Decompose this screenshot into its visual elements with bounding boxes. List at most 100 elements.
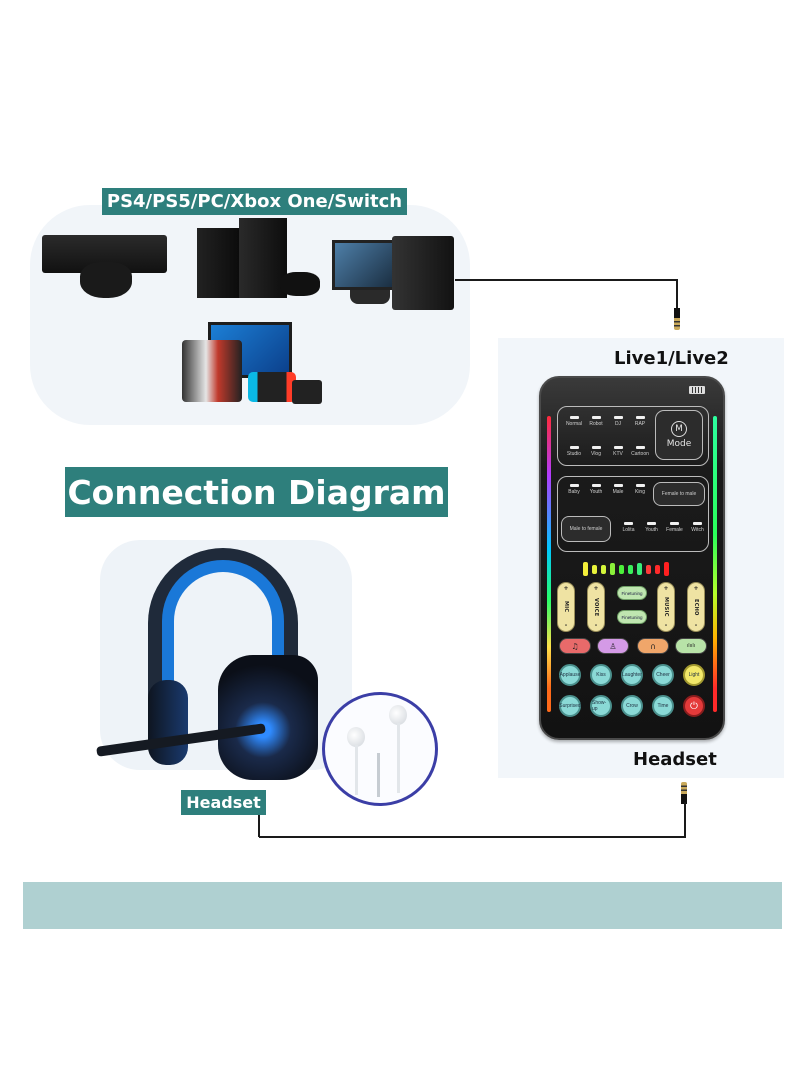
- mode-effect-normal[interactable]: Normal: [563, 416, 585, 427]
- earbud-wire: [397, 723, 400, 793]
- headset-label: Headset: [181, 790, 266, 815]
- echo-volume-slider[interactable]: + ECHO -: [687, 582, 705, 632]
- led-indicator: [591, 416, 601, 419]
- battery-icon: [689, 386, 705, 394]
- sound-pad-kiss[interactable]: Kiss: [590, 664, 612, 686]
- led-indicator: [569, 484, 579, 487]
- mic-volume-slider[interactable]: + MIC -: [557, 582, 575, 632]
- voice-effect-baby[interactable]: Baby: [563, 484, 585, 495]
- led-indicator: [635, 416, 645, 419]
- mode-effect-robot[interactable]: Robot: [585, 416, 607, 427]
- headset-right-earcup: [218, 655, 318, 780]
- sound-pad-cheer[interactable]: Cheer: [652, 664, 674, 686]
- voice-effects-row-2: Lolita Youth Female Witch: [617, 522, 709, 533]
- noise-reduction-button[interactable]: ılıılı: [675, 638, 707, 654]
- sound-wave-icon: ılıılı: [686, 643, 696, 649]
- finetuning-up-button[interactable]: Finetuning: [617, 586, 647, 600]
- headset-left-earcup: [148, 680, 188, 765]
- mode-section: [557, 406, 709, 466]
- sound-pad-surprised[interactable]: Surprised: [559, 695, 581, 717]
- mode-effect-vlog[interactable]: Vlog: [585, 446, 607, 457]
- meter-bar: [592, 564, 597, 574]
- ps-controller-image: [280, 272, 320, 296]
- music-volume-slider[interactable]: + MUSIC -: [657, 582, 675, 632]
- led-indicator: [591, 484, 601, 487]
- level-meter: [583, 562, 669, 576]
- led-indicator: [693, 522, 702, 525]
- led-indicator: [569, 416, 579, 419]
- input-port-label: Live1/Live2: [614, 348, 729, 369]
- voice-effects-section: [557, 476, 709, 552]
- earbud-wire: [355, 745, 358, 795]
- male-to-female-button[interactable]: Male to female: [561, 516, 611, 542]
- bottom-decorative-bar: [23, 882, 782, 929]
- audio-jack-output: [681, 782, 687, 804]
- handheld-console-image: [292, 380, 322, 404]
- led-indicator: [635, 484, 645, 487]
- earbuds-inset: [322, 692, 438, 806]
- voice-effect-king[interactable]: King: [629, 484, 651, 495]
- mode-icon: M: [671, 421, 687, 437]
- voice-volume-slider[interactable]: + VOICE -: [587, 582, 605, 632]
- headphone-monitor-button[interactable]: ∩: [637, 638, 669, 654]
- mode-button[interactable]: M Mode: [655, 410, 703, 460]
- diagram-title: Connection Diagram: [65, 467, 448, 517]
- mode-button-label: Mode: [666, 439, 692, 449]
- rgb-light-strip-left: [547, 416, 551, 712]
- voice-effect-lolita[interactable]: Lolita: [617, 522, 640, 533]
- mode-effects-row-2: Studio Vlog KTV Cartoon: [563, 446, 651, 457]
- led-indicator: [569, 446, 579, 449]
- cable-input-horizontal: [455, 279, 677, 281]
- voice-effects-row-1: Baby Youth Male King: [563, 484, 651, 495]
- voice-effect-youth[interactable]: Youth: [585, 484, 607, 495]
- power-button[interactable]: ⏻: [683, 695, 705, 717]
- mode-effect-rap[interactable]: RAP: [629, 416, 651, 427]
- mode-effect-ktv[interactable]: KTV: [607, 446, 629, 457]
- sound-pad-applause[interactable]: Applause: [559, 664, 581, 686]
- mode-effect-studio[interactable]: Studio: [563, 446, 585, 457]
- meter-bar: [628, 564, 633, 574]
- audio-jack-input: [674, 308, 680, 330]
- light-button[interactable]: Light: [683, 664, 705, 686]
- output-port-label: Headset: [633, 749, 717, 770]
- sound-pad-crow[interactable]: Crow: [621, 695, 643, 717]
- led-indicator: [613, 484, 623, 487]
- sound-pad-laughter[interactable]: Laughter: [621, 664, 643, 686]
- meter-bar: [619, 564, 624, 574]
- meter-bar: [610, 563, 615, 575]
- scooter-button[interactable]: ♙: [597, 638, 629, 654]
- meter-bar: [646, 564, 651, 574]
- voice-effect-youth-female[interactable]: Youth: [640, 522, 663, 533]
- mode-effects-row-1: Normal Robot DJ RAP: [563, 416, 651, 427]
- power-icon: ⏻: [690, 700, 698, 712]
- earbud-left: [347, 727, 365, 747]
- voice-effect-female[interactable]: Female: [663, 522, 686, 533]
- cable-output-vertical: [684, 802, 686, 838]
- music-note-icon: ♫: [571, 641, 579, 651]
- led-indicator: [670, 522, 679, 525]
- cable-output-horizontal: [259, 836, 686, 838]
- sound-pad-show-up[interactable]: Show-up: [590, 695, 612, 717]
- phones-image: [182, 340, 242, 402]
- mode-effect-cartoon[interactable]: Cartoon: [629, 446, 651, 457]
- rgb-light-strip-right: [713, 416, 717, 712]
- voice-effect-witch[interactable]: Witch: [686, 522, 709, 533]
- source-devices-label: PS4/PS5/PC/Xbox One/Switch: [102, 188, 407, 215]
- sound-pad-time[interactable]: Time: [652, 695, 674, 717]
- music-button[interactable]: ♫: [559, 638, 591, 654]
- cable-headset-drop: [258, 815, 260, 837]
- finetuning-down-button[interactable]: Finetuning: [617, 610, 647, 624]
- led-indicator: [635, 446, 645, 449]
- cable-input-vertical: [676, 279, 678, 309]
- led-indicator: [624, 522, 633, 525]
- voice-effect-male[interactable]: Male: [607, 484, 629, 495]
- ps5-console-image: [239, 218, 287, 298]
- earbud-right: [389, 705, 407, 725]
- led-indicator: [613, 446, 623, 449]
- female-to-male-button[interactable]: Female to male: [653, 482, 705, 506]
- mode-effect-dj[interactable]: DJ: [607, 416, 629, 427]
- person-scooter-icon: ♙: [609, 641, 617, 651]
- headphone-icon: ∩: [650, 641, 656, 651]
- meter-bar: [601, 564, 606, 574]
- meter-bar: [664, 562, 669, 576]
